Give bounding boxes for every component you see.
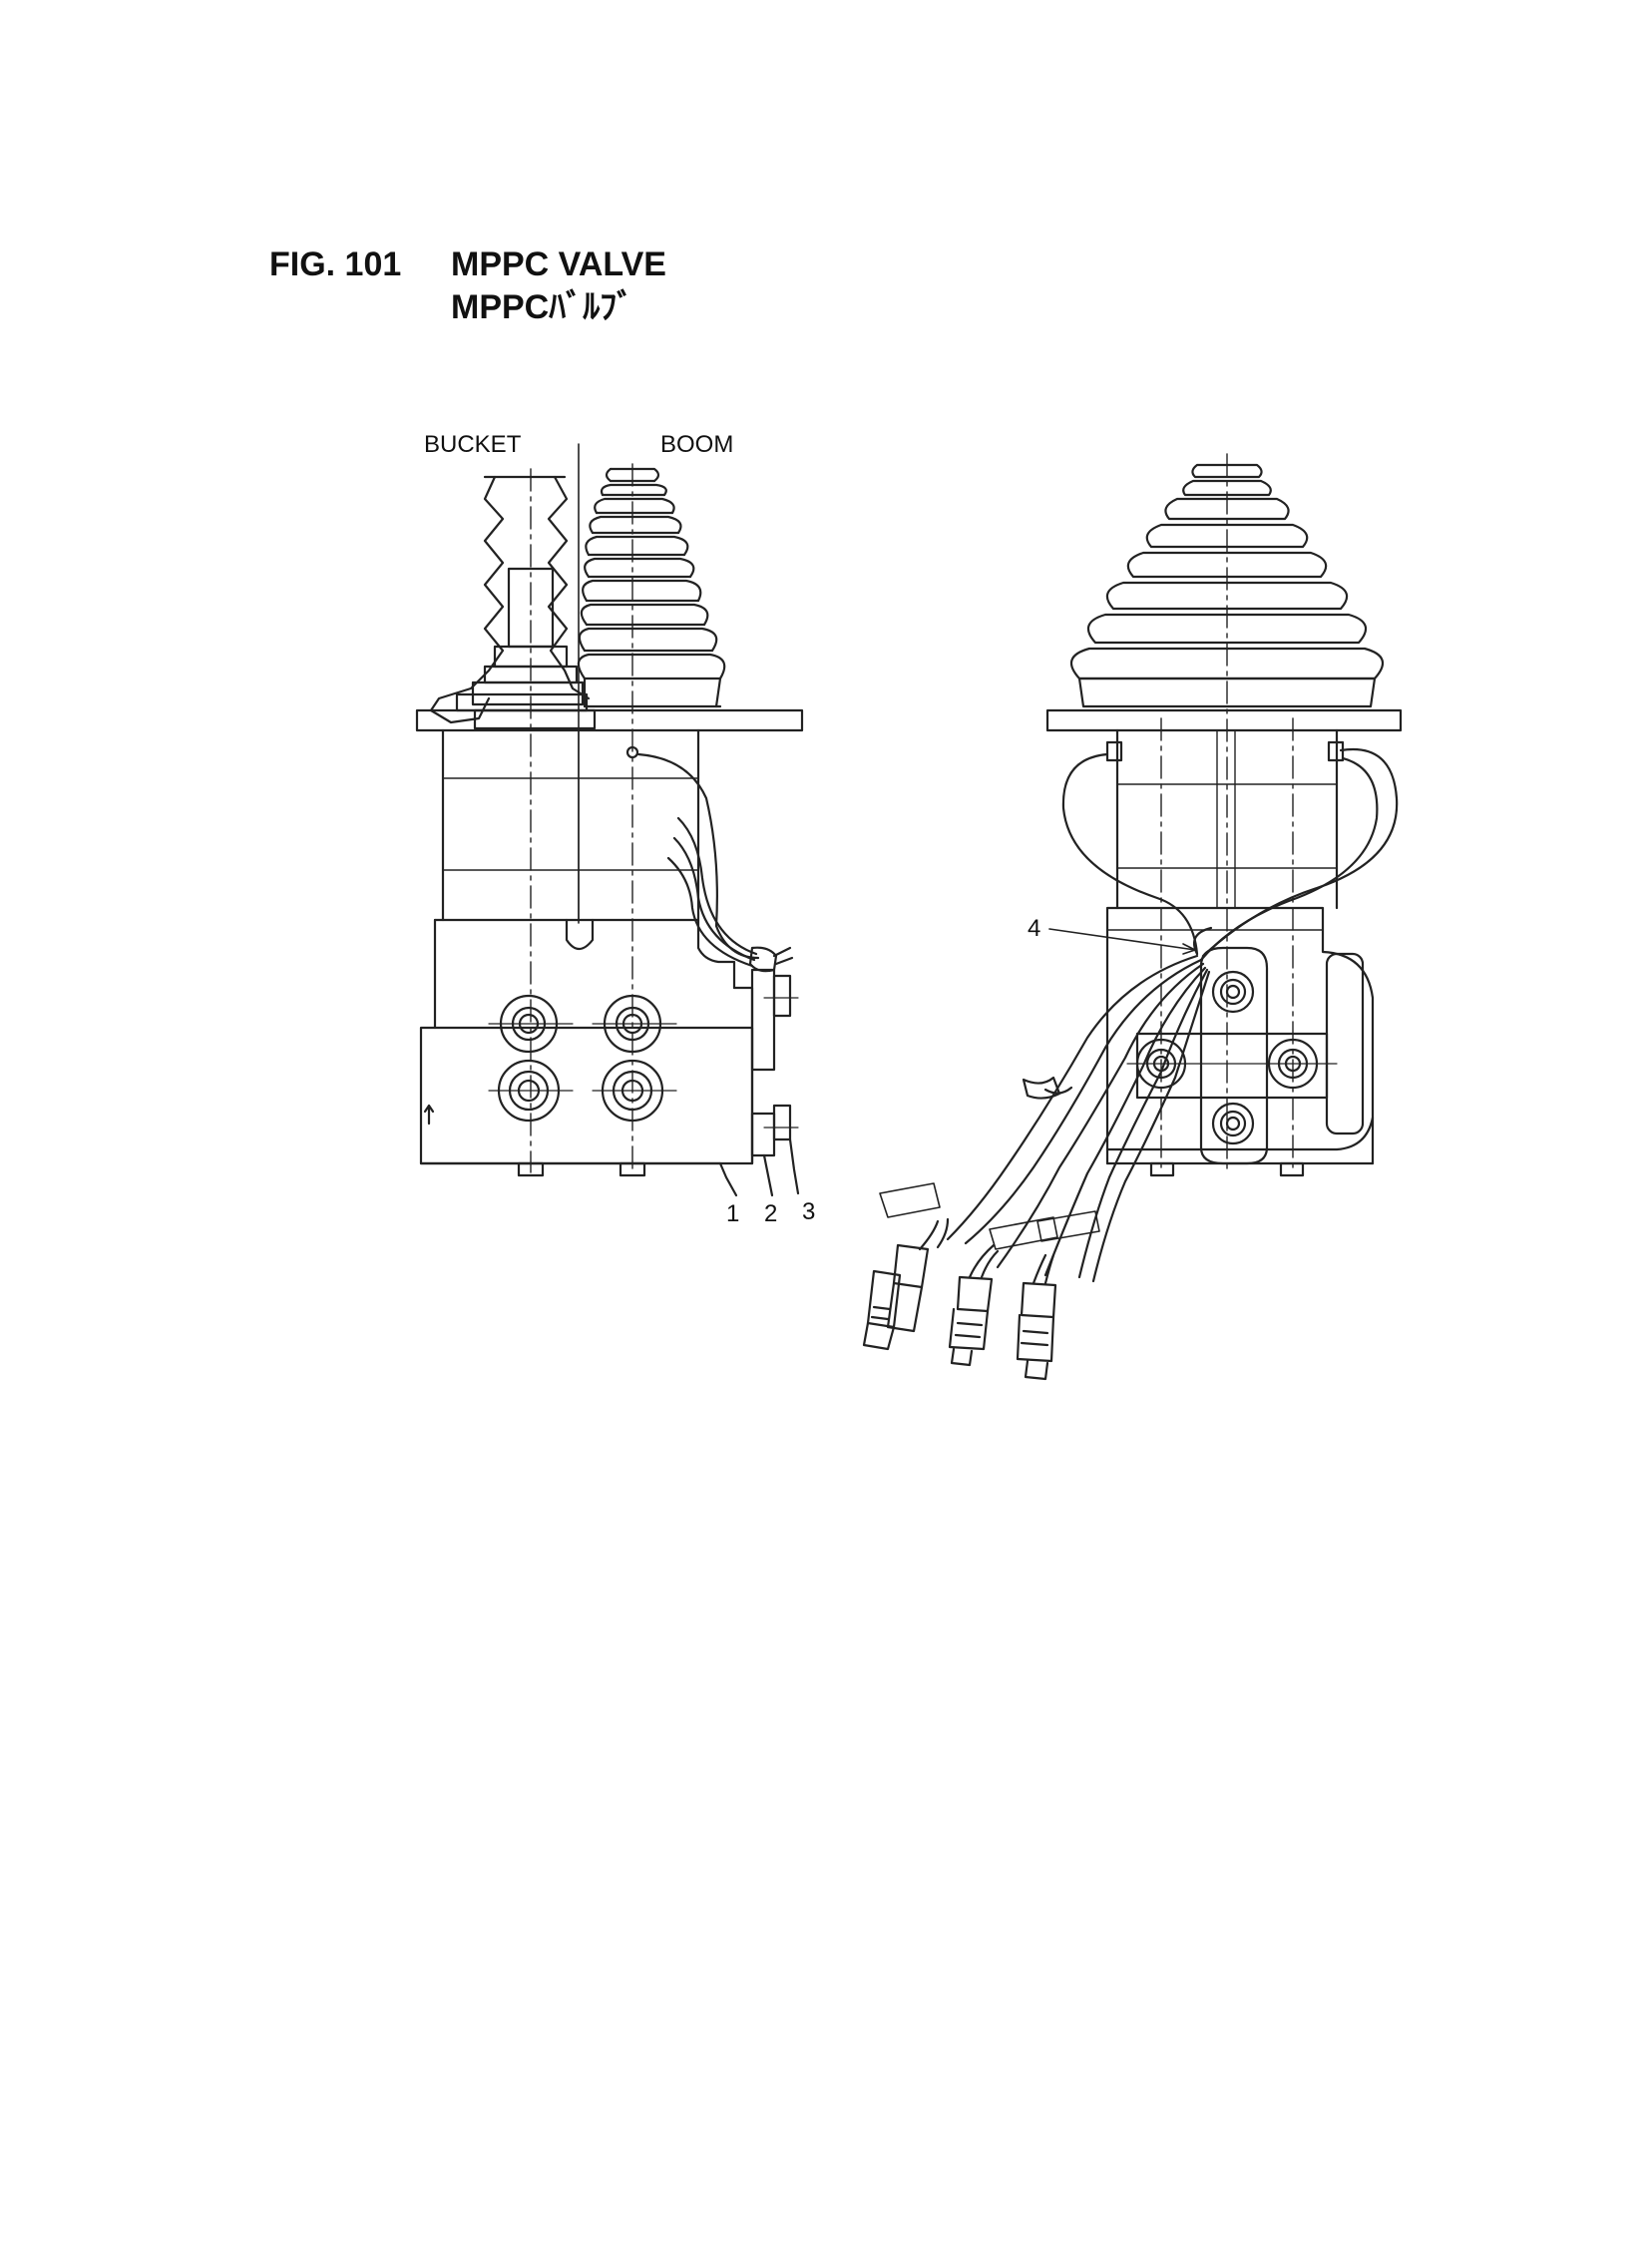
left-view-valve bbox=[415, 443, 804, 1197]
callout-4: 4 bbox=[1028, 915, 1040, 942]
figure-number: FIG. 101 bbox=[269, 245, 402, 283]
figure-title: MPPC VALVE bbox=[451, 245, 666, 283]
callout-1: 1 bbox=[726, 1200, 739, 1227]
connector-3 bbox=[1016, 1253, 1057, 1381]
connector-1 bbox=[862, 1217, 950, 1351]
connector-2 bbox=[948, 1243, 1000, 1367]
callout-2: 2 bbox=[764, 1200, 777, 1227]
label-bucket: BUCKET bbox=[424, 431, 522, 458]
label-boom: BOOM bbox=[660, 431, 733, 458]
figure-subtitle: MPPCﾊﾞﾙﾌﾞ bbox=[451, 288, 634, 326]
right-view-valve bbox=[862, 453, 1403, 1381]
callout-3: 3 bbox=[802, 1198, 815, 1225]
